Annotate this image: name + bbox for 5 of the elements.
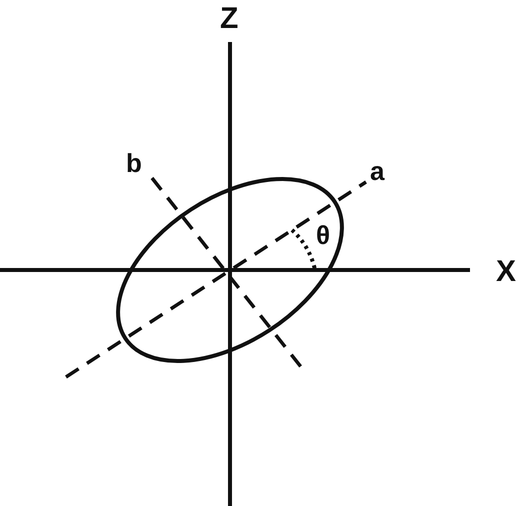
axis-label: a (370, 158, 384, 184)
axis-label: b (126, 150, 142, 176)
axis-label: θ (316, 222, 330, 248)
axis-label: X (496, 257, 516, 287)
axis-label: Z (220, 4, 238, 34)
